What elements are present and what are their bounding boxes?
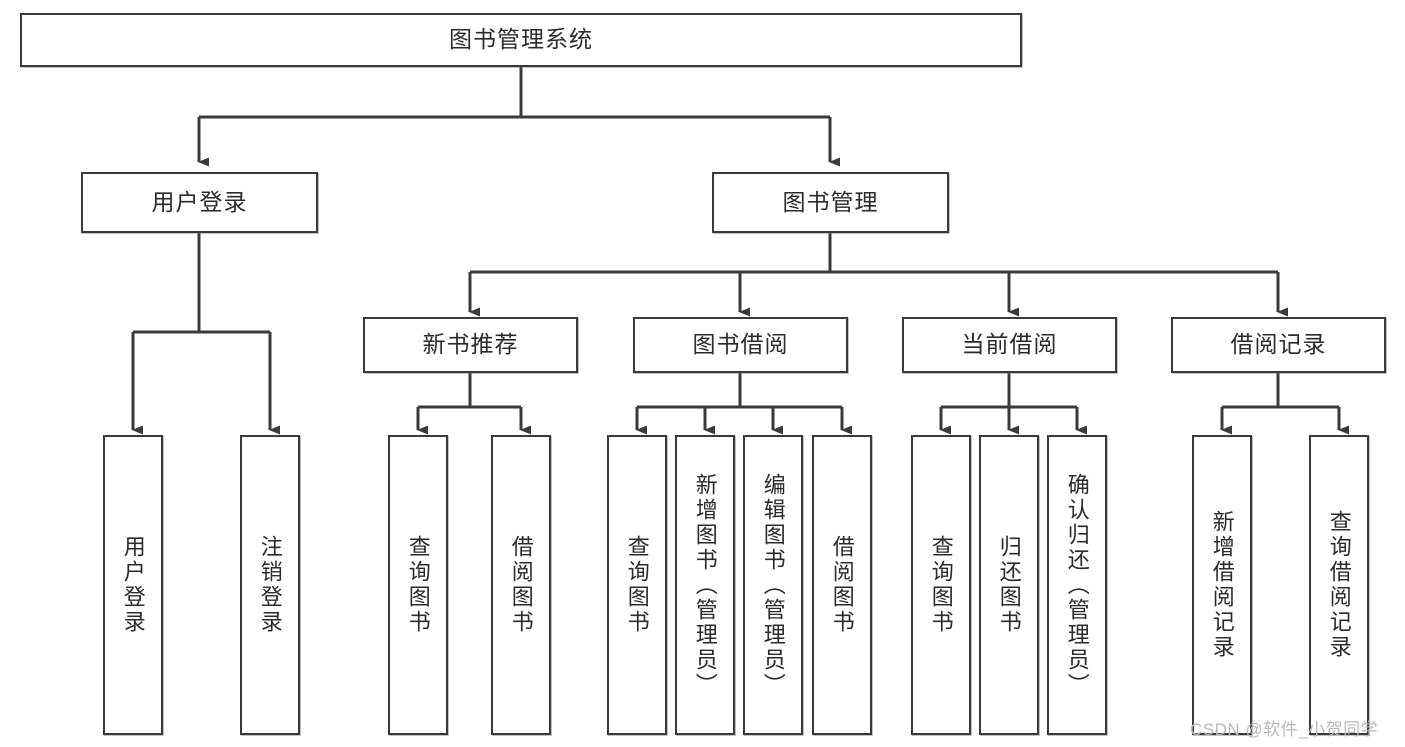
csdn-watermark: CSDN @软件_小贺同学	[1190, 720, 1379, 739]
node-label: 图书借阅	[692, 331, 789, 358]
node-label: 当前借阅	[961, 331, 1058, 358]
node-book-management[interactable]: 图书管理	[712, 172, 949, 233]
node-label: 图书管理	[782, 188, 879, 215]
node-label: 用户登录	[120, 535, 146, 635]
node-label: 借阅图书	[508, 535, 534, 635]
leaf-user-login-login[interactable]: 用户登录	[103, 435, 163, 735]
leaf-borrow-edit-book-admin[interactable]: 编辑图书（管理员）	[743, 435, 803, 735]
node-label: 编辑图书（管理员）	[760, 472, 786, 698]
node-label: 用户登录	[151, 188, 248, 215]
node-label: 查询借阅记录	[1326, 510, 1352, 660]
leaf-record-query-record[interactable]: 查询借阅记录	[1309, 435, 1369, 735]
leaf-current-confirm-return-admin[interactable]: 确认归还（管理员）	[1047, 435, 1107, 735]
node-current-borrowing[interactable]: 当前借阅	[902, 317, 1117, 373]
node-user-login[interactable]: 用户登录	[81, 172, 318, 233]
node-label: 查询图书	[928, 535, 954, 635]
leaf-current-return-book[interactable]: 归还图书	[979, 435, 1039, 735]
leaf-borrow-query-book[interactable]: 查询图书	[607, 435, 667, 735]
node-label: 新增借阅记录	[1209, 510, 1235, 660]
node-label: 图书管理系统	[449, 26, 593, 53]
node-new-book-recommendation[interactable]: 新书推荐	[363, 317, 578, 373]
leaf-current-query-book[interactable]: 查询图书	[911, 435, 971, 735]
node-label: 借阅图书	[829, 535, 855, 635]
node-label: 新增图书（管理员）	[692, 472, 718, 698]
leaf-user-login-logout[interactable]: 注销登录	[240, 435, 300, 735]
node-label: 查询图书	[405, 535, 431, 635]
node-label: 借阅记录	[1230, 331, 1327, 358]
leaf-new-book-borrow[interactable]: 借阅图书	[491, 435, 551, 735]
node-book-borrowing[interactable]: 图书借阅	[633, 317, 848, 373]
node-label: 确认归还（管理员）	[1064, 472, 1090, 698]
node-book-management-system[interactable]: 图书管理系统	[20, 13, 1022, 67]
leaf-borrow-borrow-book[interactable]: 借阅图书	[812, 435, 872, 735]
leaf-record-add-record[interactable]: 新增借阅记录	[1192, 435, 1252, 735]
node-label: 注销登录	[257, 535, 283, 635]
node-label: 查询图书	[624, 535, 650, 635]
leaf-new-book-query[interactable]: 查询图书	[388, 435, 448, 735]
node-label: 归还图书	[996, 535, 1022, 635]
node-label: 新书推荐	[422, 331, 519, 358]
node-borrowing-records[interactable]: 借阅记录	[1171, 317, 1386, 373]
leaf-borrow-add-book-admin[interactable]: 新增图书（管理员）	[675, 435, 735, 735]
